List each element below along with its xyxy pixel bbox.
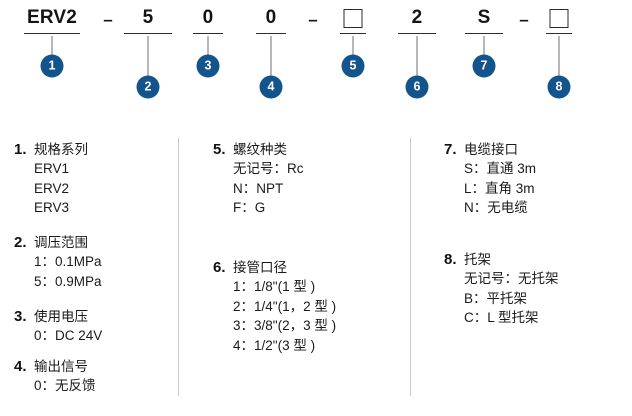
legend-option: 0：DC 24V (34, 328, 103, 343)
legend-option: ERV2 (34, 180, 70, 196)
legend-entry-title: 接管口径 (233, 260, 287, 275)
code-separator-dash: – (308, 10, 318, 29)
legend-entry-number: 5. (213, 141, 226, 158)
legend-option: 0：无反馈 (34, 378, 96, 393)
legend-entry-header: 3. 使用电压 (14, 307, 102, 326)
legend-entry-options: 0：DC 24V (34, 326, 102, 346)
code-blank-box-8 (549, 9, 569, 28)
legend-option: N：无电缆 (464, 200, 528, 215)
legend-entry-header: 7. 电缆接口 (444, 140, 536, 159)
legend-entry-header: 4. 输出信号 (14, 357, 96, 376)
code-underline-3 (193, 33, 223, 34)
legend-option: 无记号：Rc (233, 161, 304, 176)
legend-entry-title: 螺纹种类 (233, 142, 287, 157)
leader-line-7 (483, 36, 485, 58)
legend-option: 1：1/8"(1 型 ) (233, 279, 316, 294)
code-underline-5 (340, 33, 366, 34)
leader-line-4 (270, 36, 272, 79)
legend-option: B：平托架 (464, 290, 528, 306)
code-blank-box-5 (343, 9, 363, 28)
column-divider-2 (410, 138, 411, 396)
legend-entry-number: 4. (14, 358, 27, 375)
legend-option: 无记号：无托架 (464, 271, 559, 286)
leader-line-2 (147, 36, 149, 79)
leader-line-3 (207, 36, 209, 58)
legend-entry-7: 7. 电缆接口 S：直通 3m L：直角 3m N：无电缆 (444, 140, 536, 218)
legend-entry-number: 3. (14, 308, 27, 325)
code-marker-8: 8 (547, 75, 571, 99)
code-separator-dash: – (103, 10, 113, 29)
code-underline-4 (256, 33, 286, 34)
legend-entry-8: 8. 托架无记号：无托架 B：平托架 C：L 型托架 (444, 250, 559, 328)
leader-line-8 (558, 36, 560, 79)
legend-option: N：NPT (233, 180, 284, 196)
legend-entry-title: 规格系列 (34, 142, 88, 157)
legend-entry-number: 6. (213, 259, 226, 276)
code-marker-1: 1 (40, 54, 64, 78)
legend-entry-options: S：直通 3m L：直角 3m N：无电缆 (464, 159, 536, 218)
column-divider-1 (178, 138, 179, 396)
legend-entry-number: 7. (444, 141, 457, 158)
code-marker-7: 7 (472, 54, 496, 78)
legend-option: 1：0.1MPa (34, 254, 102, 269)
legend-entry-6: 6. 接管口径 1：1/8"(1 型 ) 2：1/4"(1，2 型 ) 3：3/8"(2… (213, 258, 336, 355)
leader-line-5 (352, 36, 354, 58)
code-token-1: ERV2 (26, 7, 78, 28)
leader-line-6 (416, 36, 418, 79)
legend-entry-title: 输出信号 (34, 359, 88, 374)
code-underline-2 (124, 33, 172, 34)
legend-entry-3: 3. 使用电压 0：DC 24V (14, 307, 102, 346)
legend-entry-2: 2. 调压范围 1：0.1MPa 5：0.9MPa (14, 233, 102, 291)
code-marker-5: 5 (341, 54, 365, 78)
legend-entry-header: 8. 托架 (444, 250, 559, 269)
legend-entry-options: 1：0.1MPa 5：0.9MPa (34, 252, 102, 291)
legend-entry-options: 0：无反馈 (34, 376, 96, 396)
legend-entry-header: 5. 螺纹种类 (213, 140, 304, 159)
code-token-3: 0 (202, 7, 214, 28)
code-marker-4: 4 (259, 75, 283, 99)
legend-entry-number: 2. (14, 234, 27, 251)
code-underline-8 (546, 33, 572, 34)
legend-entry-header: 6. 接管口径 (213, 258, 336, 277)
legend-entry-number: 1. (14, 141, 27, 158)
code-token-4: 0 (265, 7, 277, 28)
legend-entry-header: 1. 规格系列 (14, 140, 88, 159)
legend-entry-options: 无记号：无托架 B：平托架 C：L 型托架 (464, 269, 559, 328)
legend-option: L：直角 3m (464, 180, 535, 196)
code-marker-6: 6 (405, 75, 429, 99)
legend-option: ERV3 (34, 200, 70, 215)
code-separator-dash: – (519, 10, 529, 29)
legend-entry-options: 1：1/8"(1 型 ) 2：1/4"(1，2 型 ) 3：3/8"(2，3 型 )… (233, 277, 336, 355)
legend-entry-title: 托架 (464, 252, 491, 267)
code-marker-2: 2 (136, 75, 160, 99)
legend-option: 2：1/4"(1，2 型 ) (233, 298, 337, 314)
code-underline-6 (398, 33, 436, 34)
legend-entry-number: 8. (444, 251, 457, 268)
code-token-6: 2 (411, 7, 423, 28)
legend-option: 4：1/2"(3 型 ) (233, 337, 316, 353)
legend-option: ERV1 (34, 161, 70, 176)
code-underline-1 (24, 33, 80, 34)
legend-option: S：直通 3m (464, 161, 537, 176)
legend-entry-title: 使用电压 (34, 309, 88, 324)
legend-option: C：L 型托架 (464, 310, 539, 325)
code-token-7: S (477, 7, 491, 28)
legend-option: F：G (233, 200, 266, 215)
legend-entry-title: 调压范围 (34, 235, 88, 250)
legend-entry-header: 2. 调压范围 (14, 233, 102, 252)
legend-option: 5：0.9MPa (34, 273, 102, 289)
leader-line-1 (51, 36, 53, 58)
model-code-diagram: ERV2 1 – 5 2 0 3 0 4 – 5 2 6 S 7 – 8 (0, 0, 632, 128)
legend-option: 3：3/8"(2，3 型 ) (233, 318, 337, 333)
legend-entry-4: 4. 输出信号 0：无反馈 (14, 357, 96, 396)
code-marker-3: 3 (196, 54, 220, 78)
code-underline-7 (465, 33, 503, 34)
code-token-2: 5 (142, 7, 154, 28)
legend-entry-title: 电缆接口 (464, 142, 518, 157)
